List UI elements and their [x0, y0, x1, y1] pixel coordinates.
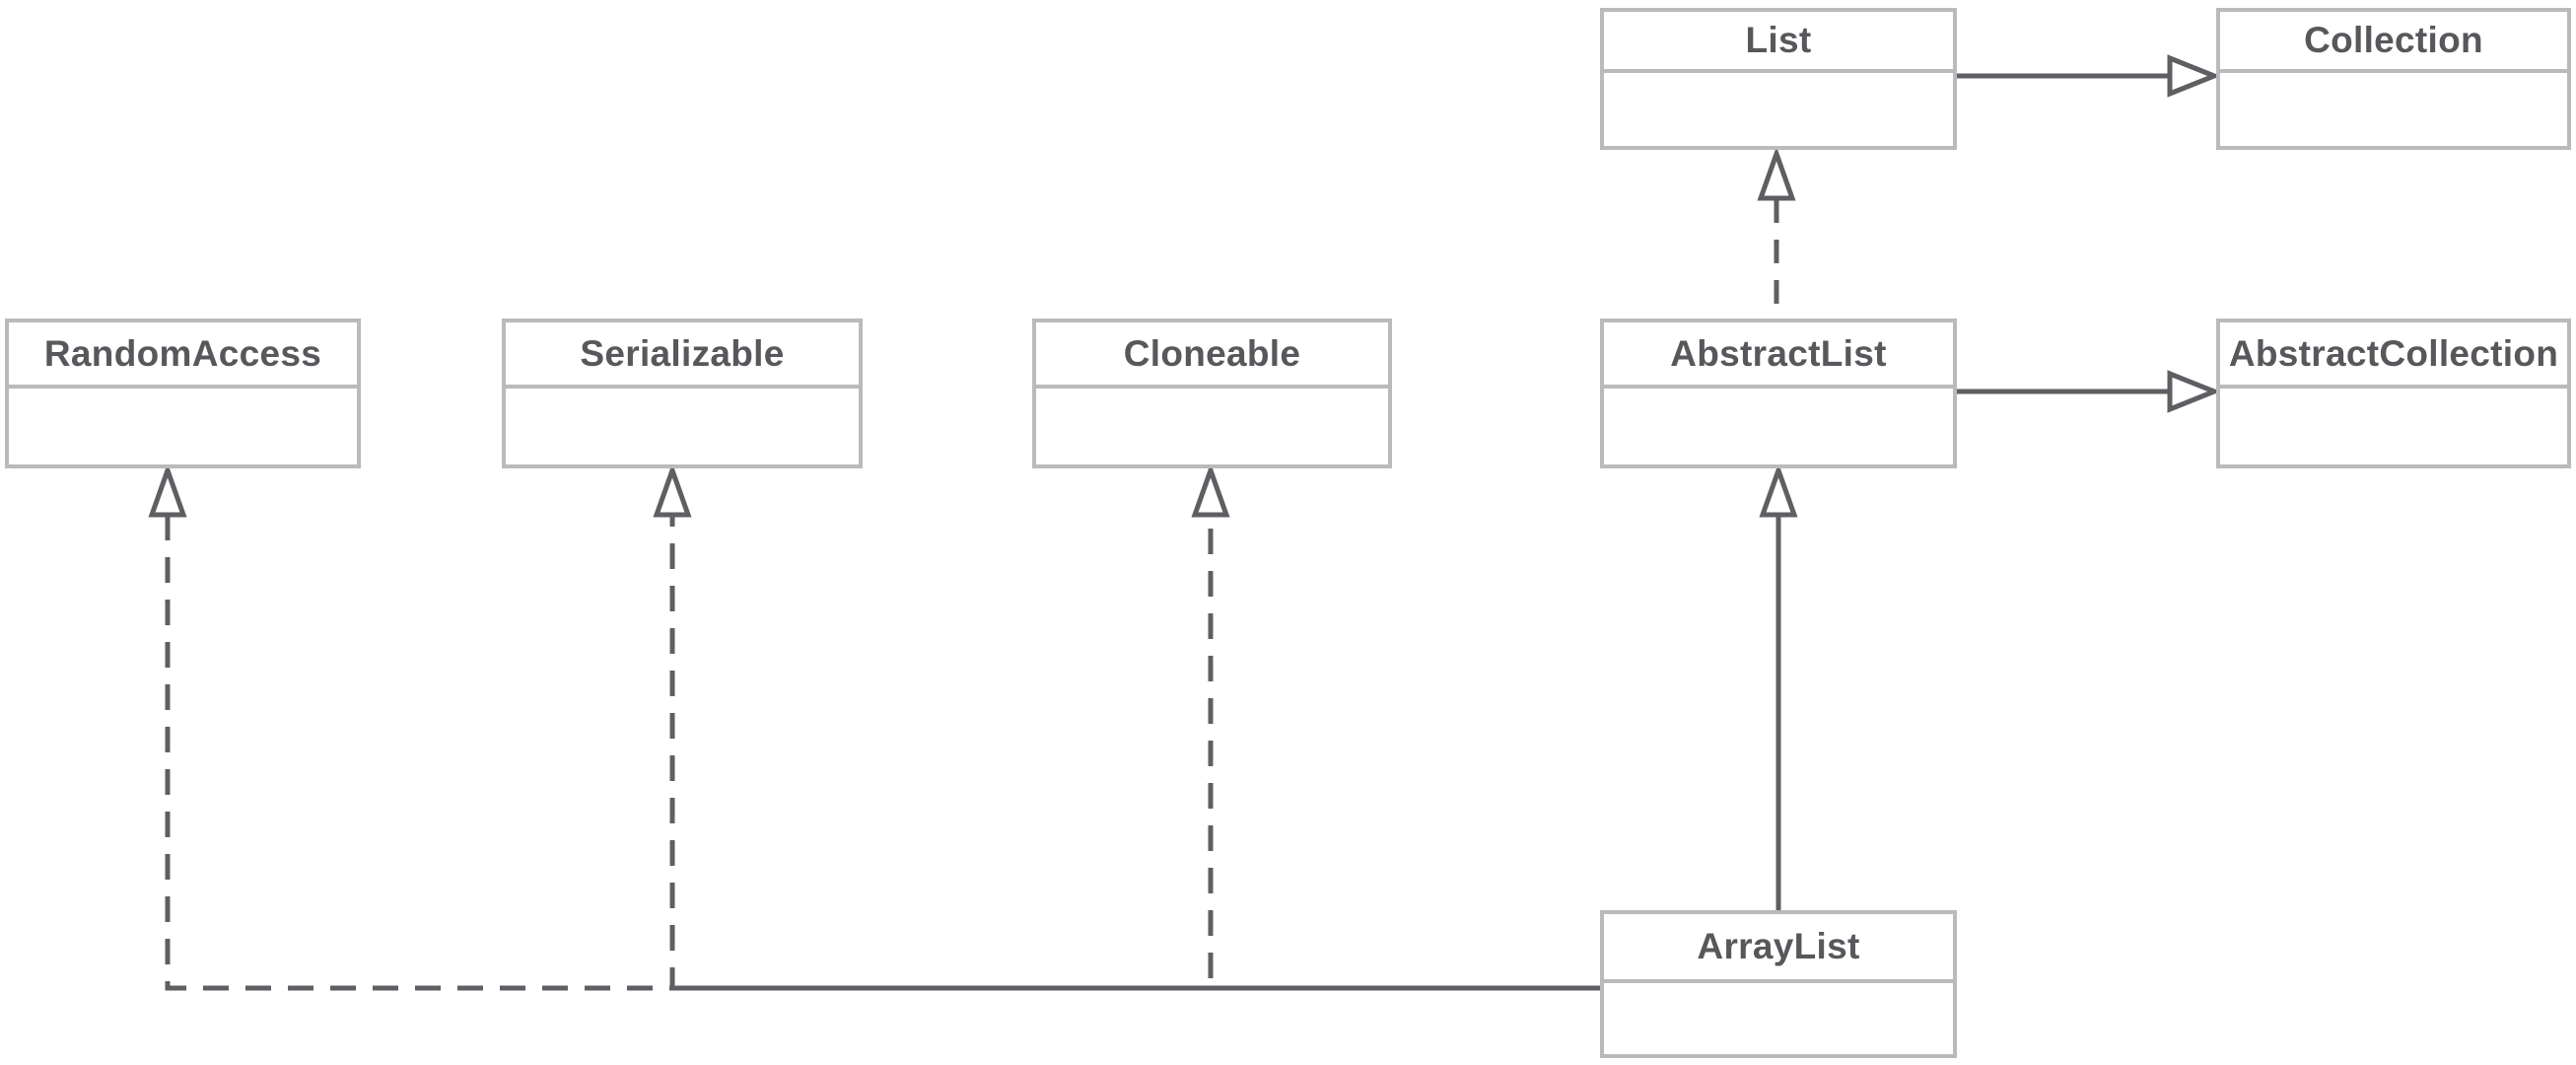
arrowhead-arraylist-to-abstractlist: [1759, 462, 1798, 518]
class-box-collection: Collection: [2216, 8, 2571, 150]
class-name-abstractlist: AbstractList: [1604, 322, 1953, 389]
arrowhead-abstractlist-to-list: [1757, 146, 1796, 201]
class-box-arraylist: ArrayList: [1600, 910, 1957, 1058]
arrow-line-arraylist-to-serializable: [669, 515, 1600, 991]
class-box-abstractlist: AbstractList: [1600, 319, 1957, 468]
class-name-collection: Collection: [2220, 12, 2567, 73]
class-name-arraylist: ArrayList: [1604, 914, 1953, 983]
class-members-arraylist: [1604, 983, 1953, 1054]
arrowhead-list-to-collection: [2167, 54, 2221, 98]
class-members-randomaccess: [9, 389, 357, 464]
class-name-abstractcollection: AbstractCollection: [2220, 322, 2567, 389]
arrowhead-abstractlist-to-abstractcollection: [2167, 370, 2221, 413]
class-members-abstractcollection: [2220, 389, 2567, 464]
arrow-line-arraylist-to-cloneable: [1208, 515, 1600, 991]
class-box-randomaccess: RandomAccess: [5, 319, 361, 468]
class-name-cloneable: Cloneable: [1036, 322, 1388, 389]
arrowhead-arraylist-to-randomaccess: [148, 462, 187, 518]
arrow-line-arraylist-to-randomaccess: [165, 515, 1600, 991]
class-box-cloneable: Cloneable: [1032, 319, 1392, 468]
class-box-abstractcollection: AbstractCollection: [2216, 319, 2571, 468]
class-name-randomaccess: RandomAccess: [9, 322, 357, 389]
class-name-list: List: [1604, 12, 1953, 73]
class-members-list: [1604, 73, 1953, 146]
class-name-serializable: Serializable: [506, 322, 859, 389]
arrowhead-arraylist-to-cloneable: [1191, 462, 1230, 518]
class-members-serializable: [506, 389, 859, 464]
class-members-cloneable: [1036, 389, 1388, 464]
arrowhead-arraylist-to-serializable: [653, 462, 692, 518]
class-members-abstractlist: [1604, 389, 1953, 464]
class-box-serializable: Serializable: [502, 319, 863, 468]
class-members-collection: [2220, 73, 2567, 146]
class-box-list: List: [1600, 8, 1957, 150]
